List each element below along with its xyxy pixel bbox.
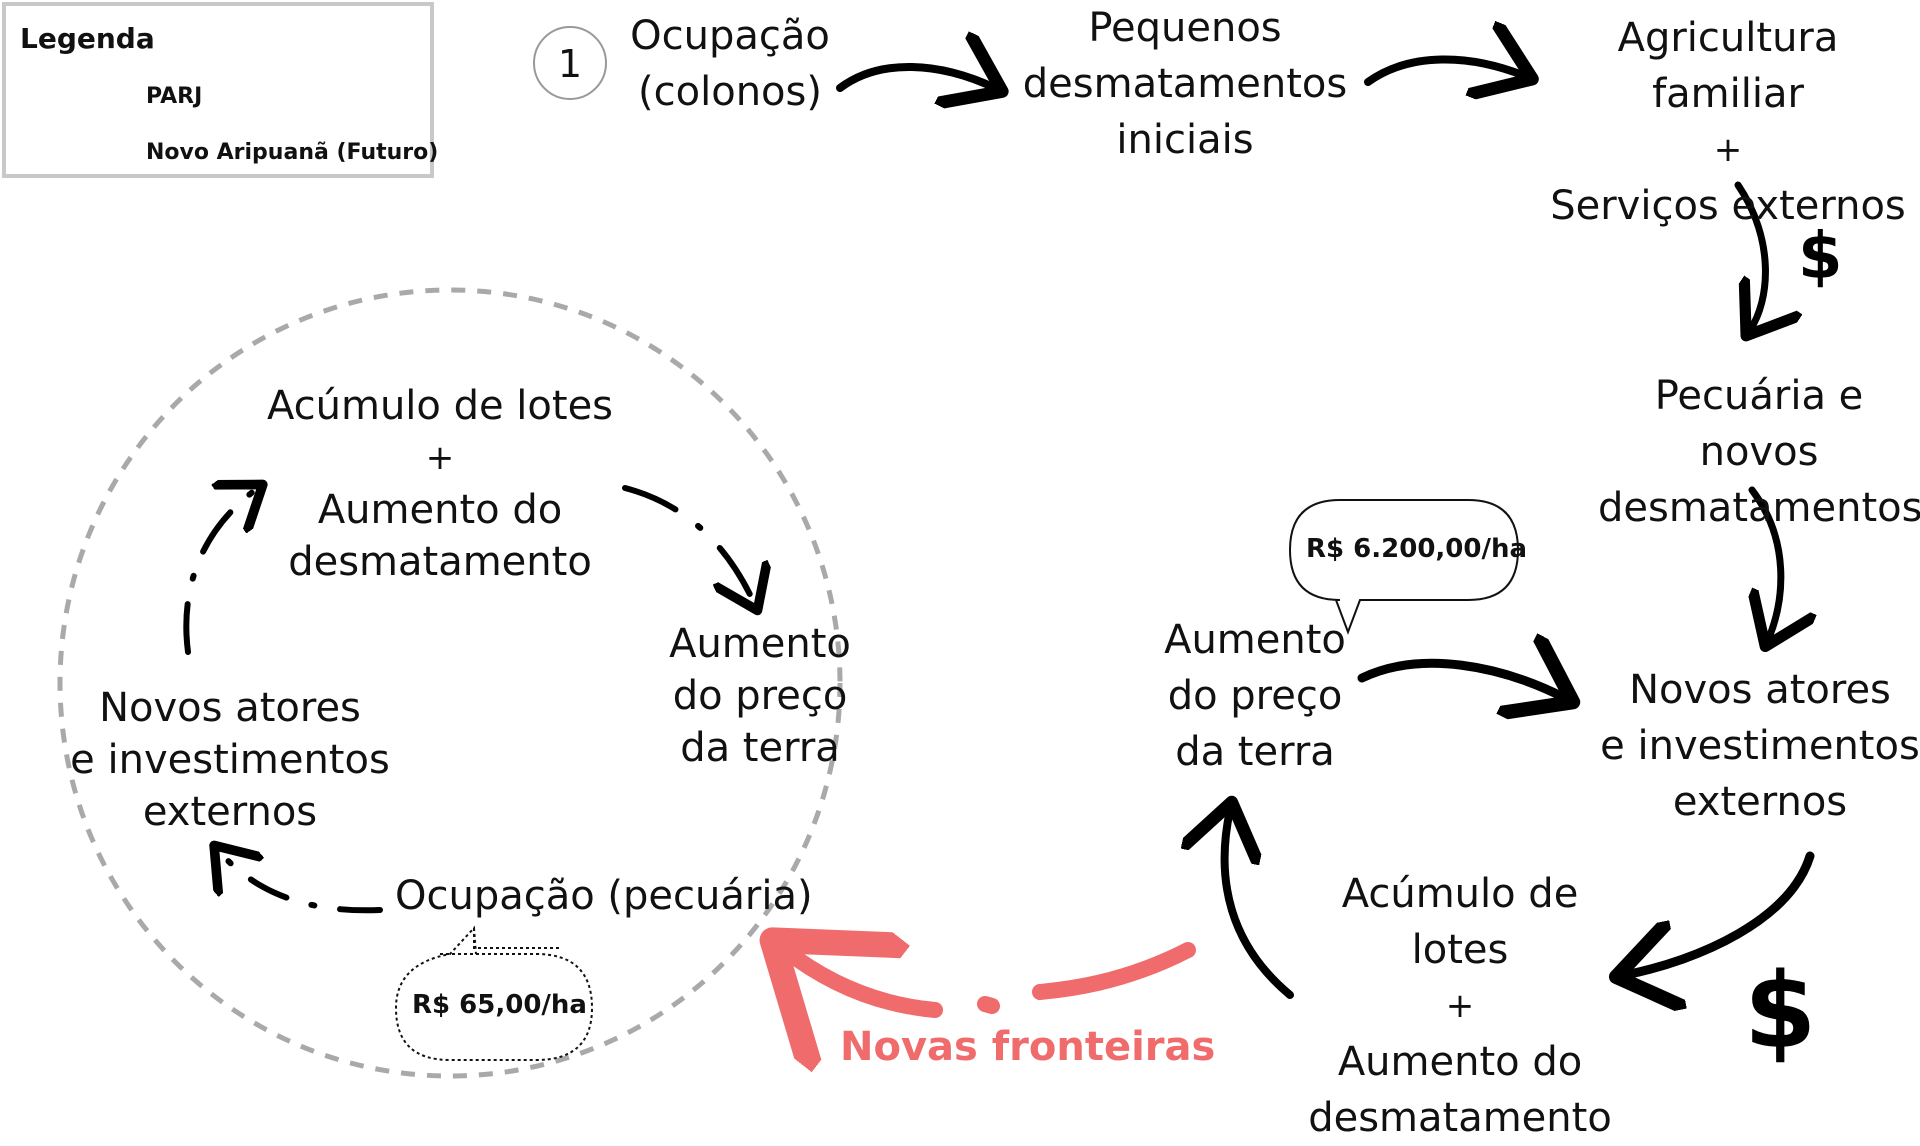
arrow-cattle-to-new-actors: [1752, 486, 1781, 640]
dollar-icon-small: $: [1798, 220, 1843, 294]
node-small-deforestation: Pequenos desmatamentos iniciais: [1020, 0, 1350, 168]
node-line: Novos atores: [1629, 667, 1891, 713]
node-line: desmatamento: [1308, 1095, 1612, 1141]
price-bubble-left: [394, 925, 594, 1061]
node-land-price-right: Aumento do preço da terra: [1150, 612, 1360, 780]
node-line: Pecuária e novos: [1654, 373, 1864, 475]
arrow-farming-to-cattle: [1734, 181, 1765, 330]
cycle-arrow-actors-to-lots: [183, 488, 258, 655]
legend-title: Legenda: [20, 22, 155, 55]
node-line: Novos atores: [99, 685, 361, 731]
node-line: e investimentos: [70, 737, 390, 783]
node-occupation-cattle: Ocupação (pecuária): [395, 873, 813, 919]
node-cattle-deforestation: Pecuária e novos desmatamentos: [1598, 368, 1920, 536]
node-land-price-cycle: Aumento do preço da terra: [660, 618, 860, 774]
node-line: Serviços externos: [1550, 183, 1906, 229]
new-frontiers-arrow: [785, 950, 1196, 1010]
price-label-left: R$ 65,00/ha: [412, 990, 587, 1020]
step-marker-circle: [533, 26, 607, 100]
node-new-actors-right: Novos atores e investimentos externos: [1600, 662, 1920, 830]
node-plus: +: [425, 438, 455, 478]
node-line: (colonos): [638, 69, 822, 115]
price-label-right: R$ 6.200,00/ha: [1306, 534, 1528, 564]
node-line: do preço: [672, 673, 848, 719]
node-line: desmatamento: [288, 539, 592, 585]
diagram-canvas: [17, 0, 1920, 1079]
node-new-actors-cycle: Novos atores e investimentos externos: [70, 682, 390, 838]
arrow-lots-to-land-price: [1225, 810, 1294, 999]
node-line: desmatamentos: [1022, 61, 1348, 107]
cycle-arrow-occupation-to-actors: [218, 850, 383, 914]
node-line: desmatamentos: [1598, 485, 1920, 531]
node-line: Acúmulo de lotes: [266, 383, 614, 429]
node-line: Pequenos: [1088, 5, 1282, 51]
cycle-arrow-lots-to-price: [622, 485, 755, 605]
new-frontiers-label: Novas fronteiras: [840, 1024, 1216, 1070]
node-family-farming: Agricultura familiar + Serviços externos: [1538, 10, 1918, 234]
node-line: externos: [1672, 779, 1848, 825]
node-line: Ocupação: [630, 13, 830, 59]
arrow-land-price-to-new-actors: [1357, 663, 1565, 698]
node-plus: +: [1713, 130, 1743, 170]
node-line: externos: [142, 789, 318, 835]
step-marker-number: 1: [557, 42, 583, 86]
node-line: Aumento: [1164, 617, 1346, 663]
dollar-icon-large: $: [1744, 950, 1817, 1072]
future-cycle-circle: [57, 287, 843, 1079]
node-lot-accumulation-right: Acúmulo de lotes + Aumento do desmatamen…: [1290, 866, 1630, 1146]
node-plus: +: [1445, 986, 1475, 1026]
node-line: iniciais: [1116, 117, 1254, 163]
bubble-pointer: [473, 928, 560, 949]
arrow-new-actors-to-lots: [1625, 851, 1815, 975]
node-lot-accumulation-cycle: Acúmulo de lotes + Aumento do desmatamen…: [260, 380, 620, 588]
node-occupation-colonos: Ocupação (colonos): [620, 8, 840, 120]
node-line: Acúmulo de lotes: [1341, 871, 1579, 973]
node-line: Aumento do: [1337, 1039, 1583, 1085]
node-line: da terra: [680, 725, 840, 771]
node-line: da terra: [1175, 729, 1335, 775]
price-bubble-right: [1288, 499, 1520, 635]
legend-label-parj: PARJ: [146, 84, 203, 109]
node-line: do preço: [1167, 673, 1343, 719]
legend-label-novo-aripuana: Novo Aripuanã (Futuro): [146, 140, 439, 165]
node-line: Agricultura familiar: [1617, 15, 1839, 117]
node-line: e investimentos: [1600, 723, 1920, 769]
arrow-deforestation-to-farming: [1364, 59, 1525, 82]
arrow-occupation-to-deforestation: [836, 67, 995, 88]
node-line: Aumento do: [317, 487, 563, 533]
legend-box: Legenda PARJ Novo Aripuanã (Futuro): [2, 2, 438, 178]
node-line: Aumento: [669, 621, 851, 667]
